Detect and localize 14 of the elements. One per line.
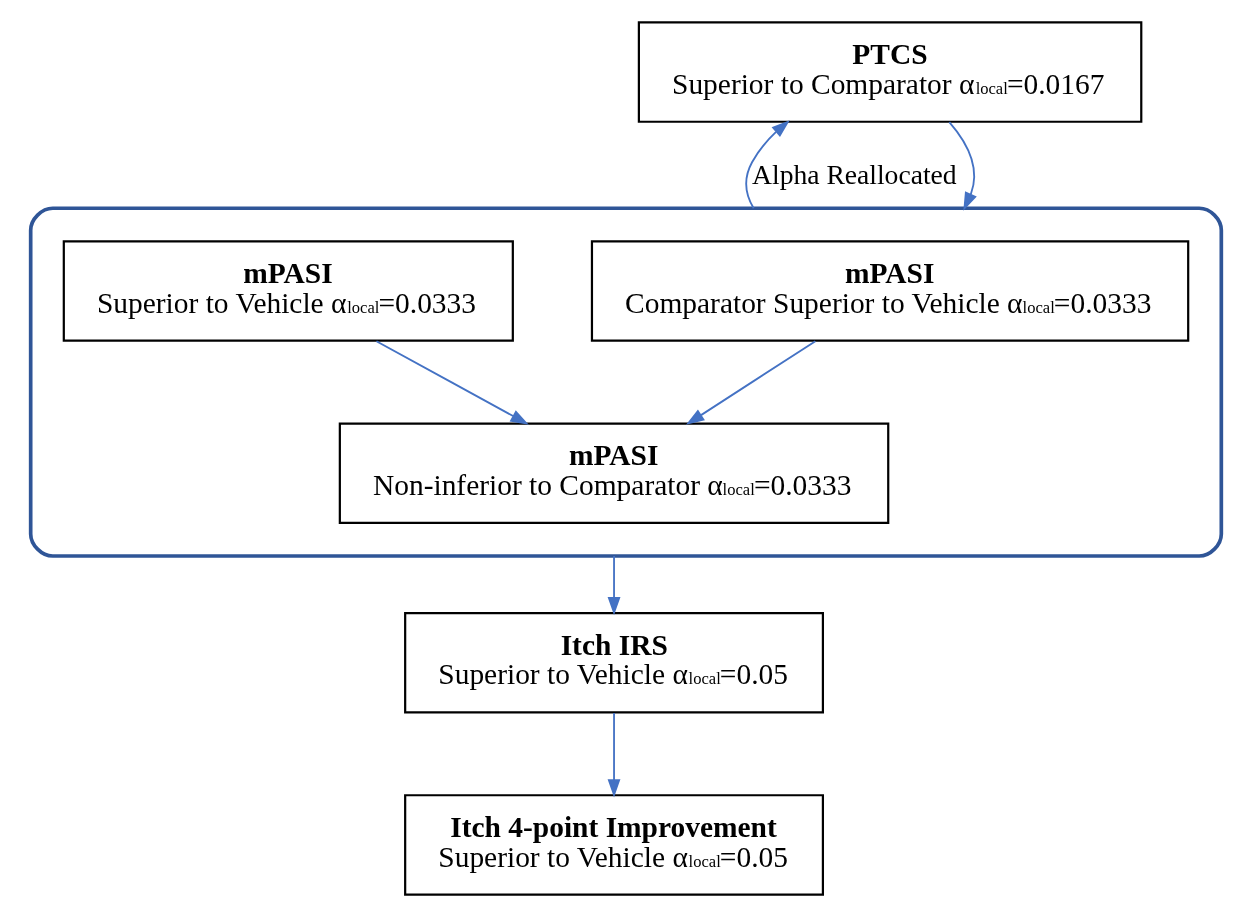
node-box: mPASI Superior to Vehicle αlocal=0.0333 — [62, 240, 514, 342]
node-box: Itch IRS Superior to Vehicle αlocal=0.05 — [404, 611, 824, 714]
arrow — [607, 712, 621, 798]
arrow — [607, 555, 621, 616]
arrow — [948, 121, 977, 211]
edge-label: Alpha Reallocated — [752, 159, 957, 191]
arrow — [685, 340, 817, 425]
node-box: PTCS Superior to Comparator αlocal=0.0167 — [637, 21, 1143, 123]
node-box: mPASI Non-inferior to Comparator αlocal=0.0333 — [338, 422, 890, 524]
arrow — [745, 120, 790, 210]
arrow — [375, 340, 529, 425]
cluster — [28, 206, 1224, 558]
node-box: mPASI Comparator Superior to Vehicle αlocal=0.0333 — [590, 240, 1190, 342]
node-box: Itch 4-point Improvement Superior to Vehicle αlocal=0.05 — [404, 794, 824, 896]
